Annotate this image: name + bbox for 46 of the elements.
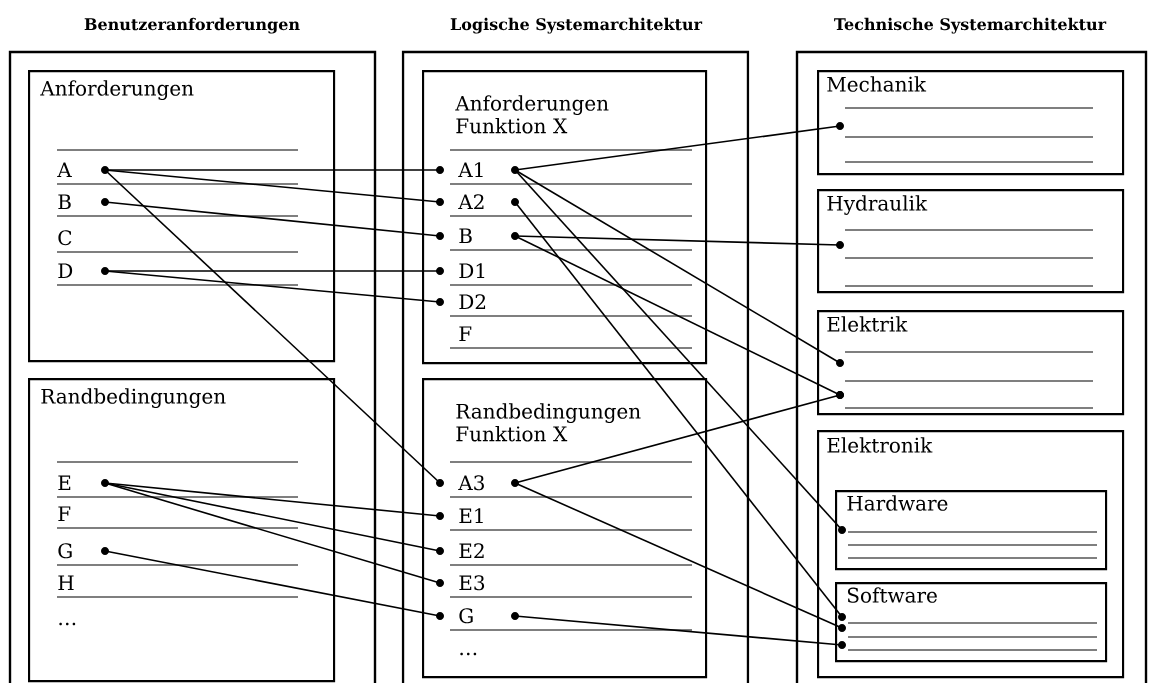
list-item: A2: [436, 194, 519, 209]
list-item: D1: [436, 263, 485, 278]
node-label: A3: [458, 475, 484, 491]
list-item: A3: [436, 475, 519, 491]
node-label: E: [58, 475, 71, 491]
list-item: B: [436, 228, 519, 243]
list-item: …: [59, 622, 76, 626]
node-label: D1: [459, 263, 485, 279]
list-item: E3: [436, 575, 485, 591]
node-label: G: [58, 543, 72, 559]
list-item: D2: [436, 294, 486, 309]
connector-line: [104, 482, 441, 584]
list-item: C: [58, 230, 72, 246]
list-item: D: [58, 263, 109, 278]
box: Mechanik: [817, 70, 1125, 176]
node-label: E1: [459, 508, 483, 524]
box: Elektrik: [817, 310, 1125, 416]
list-item: B: [58, 194, 109, 209]
list-item: E2: [436, 543, 484, 558]
list-item: G: [436, 608, 519, 624]
connector-line: [514, 169, 841, 364]
node-label: E3: [459, 575, 485, 591]
list-item: A1: [436, 162, 519, 177]
list-item: G: [58, 543, 109, 559]
node-label: A1: [458, 162, 483, 178]
list-item: …: [460, 652, 477, 656]
connector-line: [104, 169, 441, 484]
box: Hydraulik: [817, 189, 1125, 294]
node-label: B: [459, 228, 472, 244]
connector-line: [514, 201, 843, 618]
connector-line: [514, 169, 843, 531]
node-label: E2: [459, 543, 484, 559]
box: Software: [835, 582, 1108, 663]
node-label: B: [58, 194, 71, 210]
list-item: E1: [436, 508, 483, 523]
node-label: D: [58, 263, 73, 279]
list-item: H: [58, 575, 74, 590]
node-label: A2: [458, 194, 484, 210]
node-label: A: [57, 162, 72, 178]
node-label: G: [459, 608, 473, 624]
list-item: F: [58, 506, 71, 521]
box: Hardware: [835, 490, 1108, 571]
node-label: D2: [459, 294, 486, 310]
list-item: E: [58, 475, 109, 490]
list-item: F: [459, 326, 472, 341]
list-item: A: [57, 162, 109, 177]
